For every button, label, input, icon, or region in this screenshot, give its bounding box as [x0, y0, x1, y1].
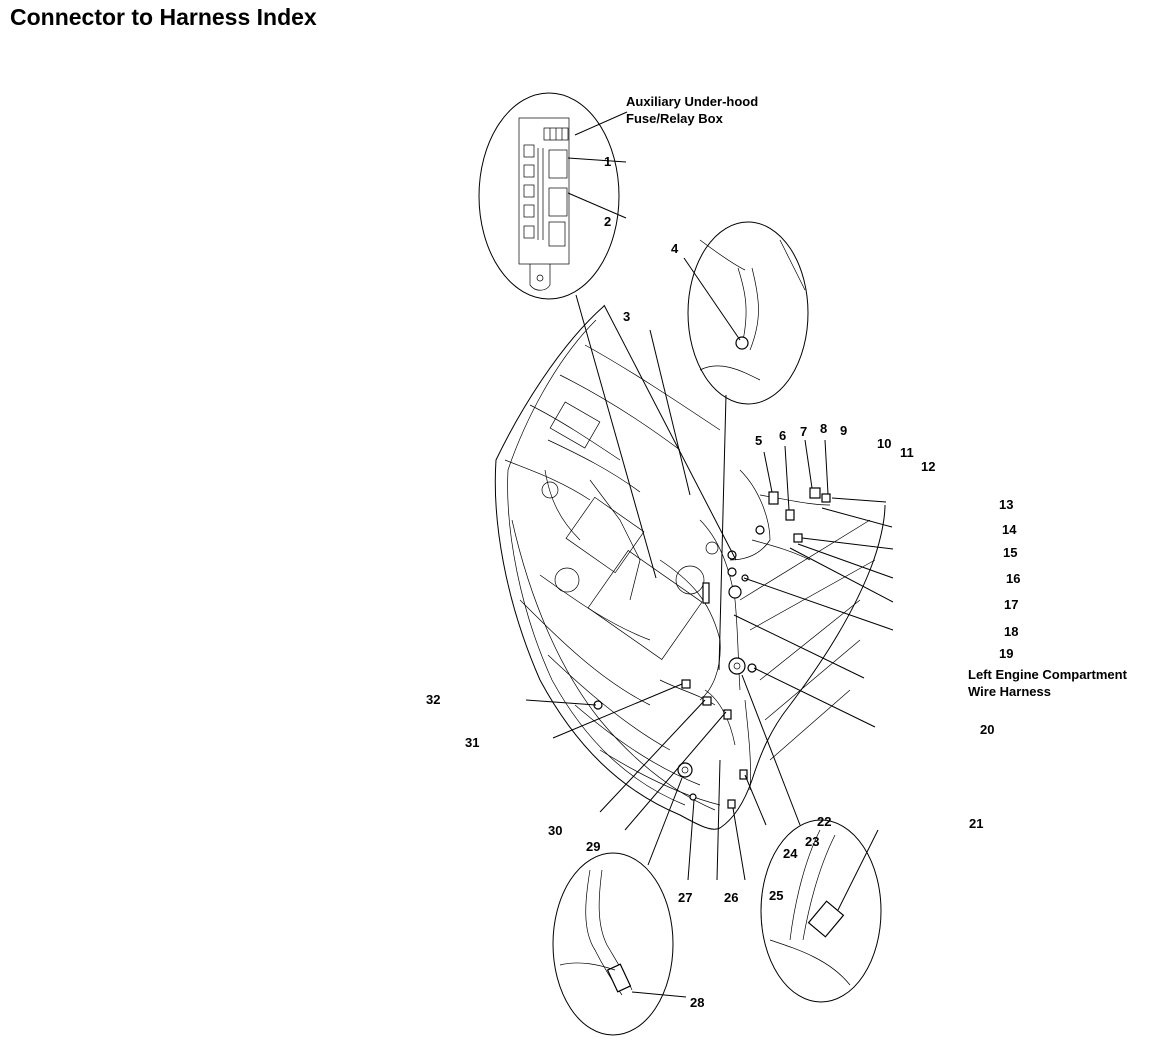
- callout-30: 30: [548, 823, 562, 838]
- diagram-labels: Auxiliary Under-hood Fuse/Relay Box Left…: [426, 94, 1128, 1010]
- callout-1: 1: [604, 154, 611, 169]
- callout-24: 24: [783, 846, 798, 861]
- callout-26: 26: [724, 890, 738, 905]
- callout-3: 3: [623, 309, 630, 324]
- page-title: Connector to Harness Index: [10, 4, 317, 30]
- callout-4: 4: [671, 241, 679, 256]
- connector-28-inset: [552, 852, 674, 1036]
- aux-fuse-box-label-line2: Fuse/Relay Box: [626, 111, 724, 126]
- callout-11: 11: [900, 445, 914, 460]
- harness-label-line1: Left Engine Compartment: [968, 667, 1128, 682]
- callout-16: 16: [1006, 571, 1020, 586]
- callout-17: 17: [1004, 597, 1018, 612]
- callout-32: 32: [426, 692, 440, 707]
- callout-10: 10: [877, 436, 891, 451]
- callout-23: 23: [805, 834, 819, 849]
- engine-compartment-drawing: [494, 305, 886, 830]
- callout-29: 29: [586, 839, 600, 854]
- callout-22: 22: [817, 814, 831, 829]
- callout-9: 9: [840, 423, 847, 438]
- aux-fuse-box-label-line1: Auxiliary Under-hood: [626, 94, 758, 109]
- callout-7: 7: [800, 424, 807, 439]
- callout-12: 12: [921, 459, 935, 474]
- callout-27: 27: [678, 890, 692, 905]
- callout-20: 20: [980, 722, 994, 737]
- callout-6: 6: [779, 428, 786, 443]
- callout-13: 13: [999, 497, 1013, 512]
- aux-fuse-box-inset: [478, 92, 620, 300]
- callout-18: 18: [1004, 624, 1018, 639]
- callout-31: 31: [465, 735, 479, 750]
- connector-4-inset: [687, 221, 809, 405]
- callout-14: 14: [1002, 522, 1017, 537]
- callout-5: 5: [755, 433, 762, 448]
- harness-label-line2: Wire Harness: [968, 684, 1051, 699]
- callout-15: 15: [1003, 545, 1017, 560]
- connector-25-inset: [760, 819, 882, 1003]
- callout-25: 25: [769, 888, 783, 903]
- callout-19: 19: [999, 646, 1013, 661]
- leader-lines: [525, 111, 894, 998]
- callout-2: 2: [604, 214, 611, 229]
- callout-28: 28: [690, 995, 704, 1010]
- callout-8: 8: [820, 421, 827, 436]
- callout-21: 21: [969, 816, 983, 831]
